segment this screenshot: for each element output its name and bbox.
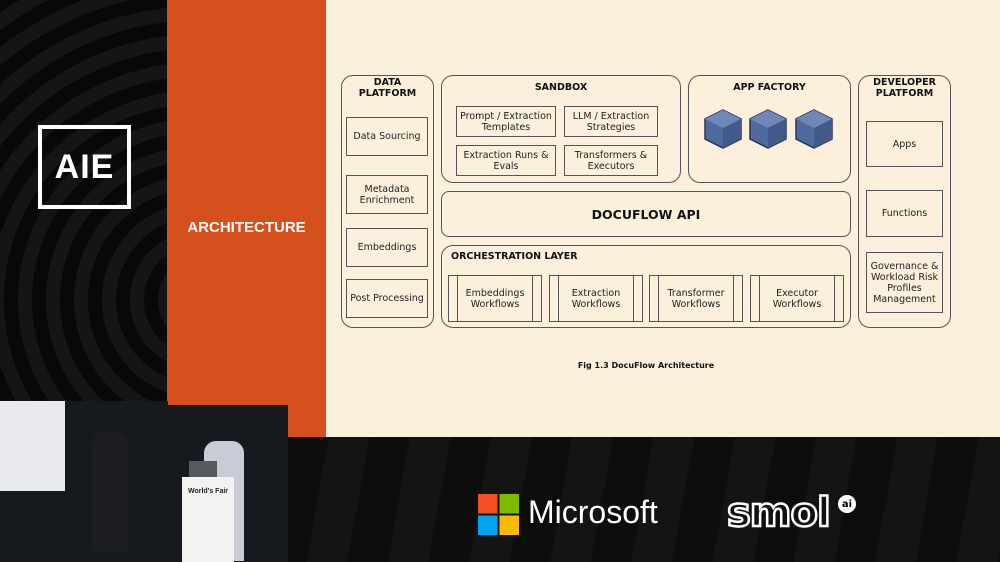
sandbox-group: SANDBOX [441,75,681,183]
sandbox-box: Transformers & Executors [564,145,658,176]
group-title: DATA PLATFORM [358,77,417,99]
background-pattern [288,437,1000,562]
projector-screen [0,401,65,491]
metadata-box: Metadata Enrichment [346,175,428,214]
app-cubes [704,109,833,149]
workflow-box: Extraction Workflows [549,275,643,322]
governance-box: Governance & Workload Risk Profiles Mana… [866,252,943,313]
sandbox-box: LLM / Extraction Strategies [564,106,658,137]
workflow-box: Executor Workflows [750,275,844,322]
speaker-video: World's Fair [0,401,288,562]
slide-edge [168,401,288,405]
group-title: SANDBOX [534,82,588,93]
podium: World's Fair [182,477,234,562]
data-sourcing-box: Data Sourcing [346,117,428,156]
post-processing-box: Post Processing [346,279,428,318]
cube-icon [795,109,833,149]
smol-wordmark: smol [726,489,832,538]
docuflow-api-box: DOCUFLOW API [441,191,851,237]
cube-icon [704,109,742,149]
workflow-box: Transformer Workflows [649,275,743,322]
podium-sign: World's Fair [187,488,229,495]
workflow-box: Embeddings Workflows [448,275,542,322]
section-panel [167,0,326,437]
slide [326,0,1000,437]
functions-box: Functions [866,190,943,237]
speaker-left [92,431,128,551]
aie-logo: AIE [38,125,131,209]
cube-icon [749,109,787,149]
microsoft-wordmark: Microsoft [528,494,658,530]
orchestration-group: ORCHESTRATION LAYER [441,245,851,328]
figure-caption: Fig 1.3 DocuFlow Architecture [577,361,715,370]
api-title: DOCUFLOW API [591,206,701,222]
sandbox-box: Extraction Runs & Evals [456,145,556,176]
group-title: ORCHESTRATION LAYER [451,251,578,262]
group-title: DEVELOPER PLATFORM [873,77,936,99]
section-title: ARCHITECTURE [187,219,306,236]
app-factory-group: APP FACTORY [688,75,851,183]
microsoft-logo-icon [478,494,519,535]
developer-platform-group: DEVELOPER PLATFORM [858,75,951,328]
apps-box: Apps [866,121,943,167]
smol-ai-badge: ai [838,495,856,513]
data-platform-group: DATA PLATFORM [341,75,434,328]
sandbox-box: Prompt / Extraction Templates [456,106,556,137]
embeddings-box: Embeddings [346,228,428,267]
group-title: APP FACTORY [733,82,806,93]
laptop [189,461,217,477]
